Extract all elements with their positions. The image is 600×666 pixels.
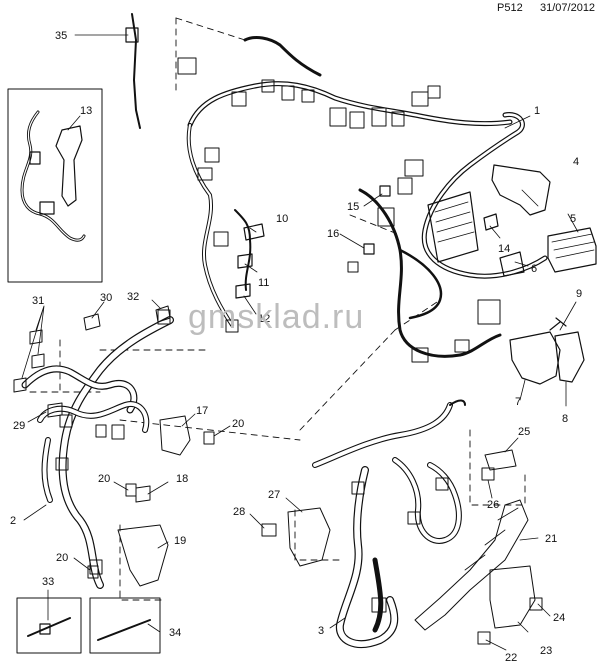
callout-20a: 20	[232, 418, 244, 430]
callout-20c: 20	[56, 552, 68, 564]
callout-19: 19	[174, 535, 186, 547]
callout-28: 28	[233, 506, 245, 518]
clip-11	[237, 253, 253, 269]
callout-5: 5	[570, 213, 576, 225]
clip-29	[47, 402, 63, 418]
callout-34: 34	[169, 627, 181, 639]
bolt-20c	[87, 565, 99, 579]
bracket-7	[509, 331, 561, 385]
harness-3-parts	[261, 449, 543, 645]
bolt-22	[477, 631, 491, 645]
callout-17: 17	[196, 405, 208, 417]
cable-tie-35	[131, 13, 141, 129]
bolt-9	[549, 317, 567, 331]
clip-30	[83, 313, 101, 331]
callout-13: 13	[80, 105, 92, 117]
bolt-28	[261, 523, 277, 537]
box-34	[89, 597, 161, 654]
callout-11: 11	[258, 277, 269, 289]
callout-3: 3	[318, 625, 324, 637]
fuse-block	[427, 191, 479, 263]
callout-18: 18	[176, 473, 188, 485]
bolt-20b	[125, 483, 137, 497]
clip-14	[483, 213, 499, 231]
inset-box-13	[7, 88, 103, 283]
bracket-19	[117, 524, 169, 587]
callout-29: 29	[13, 420, 25, 432]
harness-connectors	[177, 57, 501, 363]
leader-13	[67, 115, 81, 131]
bracket-8	[554, 331, 585, 383]
bolt-18	[135, 485, 151, 503]
callout-30: 30	[100, 292, 112, 304]
callout-33: 33	[42, 576, 54, 588]
clip-12	[235, 283, 251, 299]
clip-10	[243, 223, 265, 241]
page-code: P512	[497, 2, 523, 14]
callout-14: 14	[498, 243, 510, 255]
callout-4: 4	[573, 156, 579, 168]
clip-32	[155, 305, 171, 323]
callout-15: 15	[347, 201, 359, 213]
callout-35: 35	[55, 30, 67, 42]
bracket-13	[55, 125, 83, 207]
bracket-23	[489, 565, 536, 629]
bracket-25	[484, 449, 517, 471]
callout-6: 6	[531, 263, 537, 275]
clips-31	[13, 329, 45, 393]
callout-23: 23	[540, 645, 552, 657]
harness-2-parts	[13, 305, 215, 587]
page-date: 31/07/2012	[540, 2, 596, 14]
callout-32: 32	[127, 291, 139, 303]
bolt-20a	[203, 431, 215, 445]
bolt-16	[363, 243, 375, 255]
callout-16: 16	[327, 228, 339, 240]
duct-21	[414, 499, 529, 631]
bolt-15	[379, 185, 391, 197]
cable-tie-34	[97, 619, 151, 641]
connector-13a	[39, 201, 55, 215]
callout-31: 31	[32, 295, 44, 307]
callout-24: 24	[553, 612, 565, 624]
callout-21: 21	[545, 533, 557, 545]
callout-1: 1	[534, 105, 540, 117]
callout-22: 22	[505, 652, 517, 664]
callout-27: 27	[268, 489, 280, 501]
connector-13b	[29, 151, 41, 165]
callout-9: 9	[576, 288, 582, 300]
main-harness-1	[186, 36, 548, 358]
callout-10: 10	[276, 213, 288, 225]
module-5	[547, 227, 597, 273]
callout-7: 7	[515, 396, 521, 408]
bracket-6	[499, 251, 525, 277]
harness-2	[21, 316, 174, 589]
bracket-4	[491, 164, 551, 216]
callout-20b: 20	[98, 473, 110, 485]
bolt-26	[481, 467, 495, 481]
callout-26: 26	[487, 499, 499, 511]
cable-tie-33	[27, 617, 71, 637]
harness-3	[312, 399, 466, 648]
callout-12: 12	[258, 313, 270, 325]
watermark-text: gmsklad.ru	[188, 298, 365, 336]
dashed-connectors	[29, 17, 526, 601]
leader-lines	[21, 34, 579, 651]
box-33	[16, 597, 82, 654]
callout-2: 2	[10, 515, 16, 527]
bolt-24	[529, 597, 543, 611]
callout-25: 25	[518, 426, 530, 438]
callout-8: 8	[562, 413, 568, 425]
bracket-27	[287, 507, 331, 567]
bracket-17	[159, 415, 191, 456]
